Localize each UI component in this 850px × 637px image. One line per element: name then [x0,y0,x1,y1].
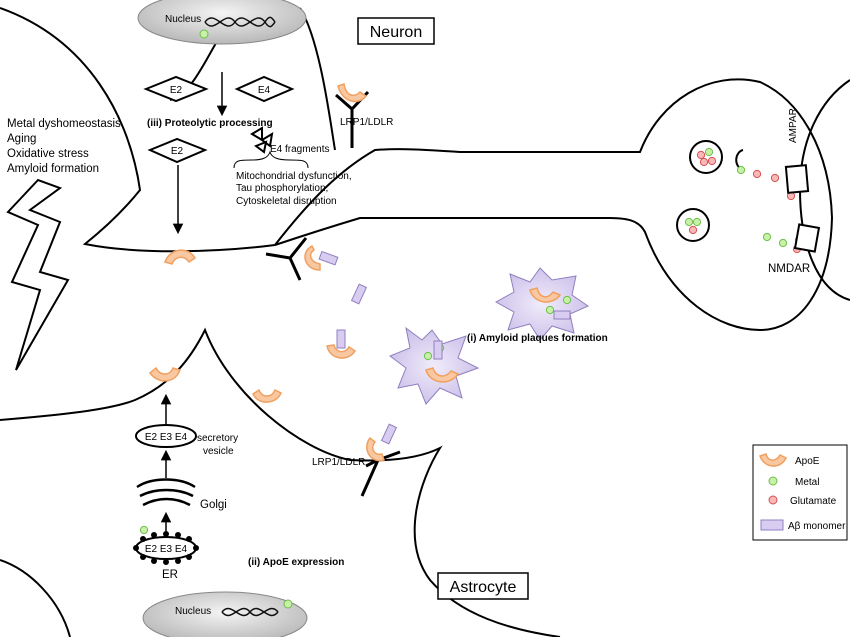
nucleus-top-label: Nucleus [165,14,201,25]
er-icon: E2 E3 E4 [133,525,199,565]
abeta-bound-middle [318,250,339,266]
metal-dot [139,525,149,535]
svg-text:E4: E4 [258,85,271,96]
nmdar-label: NMDAR [768,263,810,275]
e4-diamond-top: E4 [234,75,295,103]
risk-oxidative: Oxidative stress [7,148,89,160]
apoe-bound-bottom [366,436,385,462]
astrocyte-label-box: Astrocyte [437,572,529,600]
legend-glutamate-label: Glutamate [790,496,837,507]
er-label: ER [162,569,178,581]
e4-fragments-label: E4 fragments [270,144,329,155]
nmdar-receptor [793,223,821,253]
neuron-soma-membrane [0,7,834,332]
metal-dot [283,599,293,609]
mito-line-3: Cytoskeletal disruption [236,196,337,207]
legend: ApoE Metal Glutamate Aβ monomer [752,444,848,541]
svg-text:E2 E3 E4: E2 E3 E4 [145,432,188,443]
legend-abeta-label: Aβ monomer [788,521,846,532]
astrocyte-membrane [0,327,561,637]
mito-line-1: Mitochondrial dysfunction, [236,171,352,182]
e4-fragments-icon [250,126,274,154]
lrp-top-label: LRP1/LDLR [340,117,393,128]
apoe-bound-middle [304,244,321,271]
neuron-label-box: Neuron [357,17,435,45]
legend-apoe-icon [759,453,788,467]
svg-text:E2: E2 [170,85,183,96]
apoe-bound-top [337,83,368,103]
free-abeta [336,283,398,445]
lrp-receptor-bottom: LRP1/LDLR [312,436,401,497]
mito-line-2: Tau phosphorylation, [236,183,328,194]
plaques-label: (i) Amyloid plaques formation [467,333,608,344]
golgi-label: Golgi [200,499,227,511]
e2-diamond-top: E2 [143,75,209,103]
ampar-receptor [784,164,810,194]
svg-text:E2 E3 E4: E2 E3 E4 [145,544,188,555]
secretory-vesicle: E2 E3 E4 [135,424,197,448]
lrp-receptor-top: LRP1/LDLR [335,83,393,148]
lrp-bottom-label: LRP1/LDLR [312,457,365,468]
proteolytic-label: (iii) Proteolytic processing [147,118,273,129]
synaptic-vesicle-1 [689,140,723,174]
risk-aging: Aging [7,133,36,145]
e2-diamond-middle: E2 [147,137,208,164]
nucleus-bottom-label: Nucleus [175,606,211,617]
neuron-nucleus: Nucleus [137,0,307,45]
secretory-label-1: secretory [197,433,238,444]
amyloid-plaque-2 [388,326,480,405]
legend-glutamate-icon [768,495,778,505]
free-apoe [148,249,357,403]
fragments-brace [233,150,309,169]
expression-label: (ii) ApoE expression [248,557,344,568]
cell-membranes [0,7,850,637]
astrocyte-label: Astrocyte [450,579,517,596]
risk-amyloid: Amyloid formation [7,163,99,175]
secretory-label-2: vesicle [203,446,234,457]
lightning-icon [6,178,70,371]
amyloid-plaque-1 [494,267,590,341]
legend-apoe-label: ApoE [795,456,820,467]
legend-metal-label: Metal [795,477,819,488]
astrocyte-nucleus: Nucleus [142,591,308,637]
risk-metal: Metal dyshomeostasis [7,118,121,130]
lrp-receptor-middle [265,237,339,281]
ampar-label: AMPAR [788,108,799,143]
metal-dot [199,29,209,39]
bottom-cell-membrane [0,559,71,637]
synaptic-vesicle-2 [676,208,710,242]
legend-metal-icon [768,476,778,486]
svg-text:E2: E2 [171,146,184,157]
golgi-icon [136,478,196,507]
legend-abeta-icon [760,519,784,531]
neuron-label: Neuron [370,24,422,41]
